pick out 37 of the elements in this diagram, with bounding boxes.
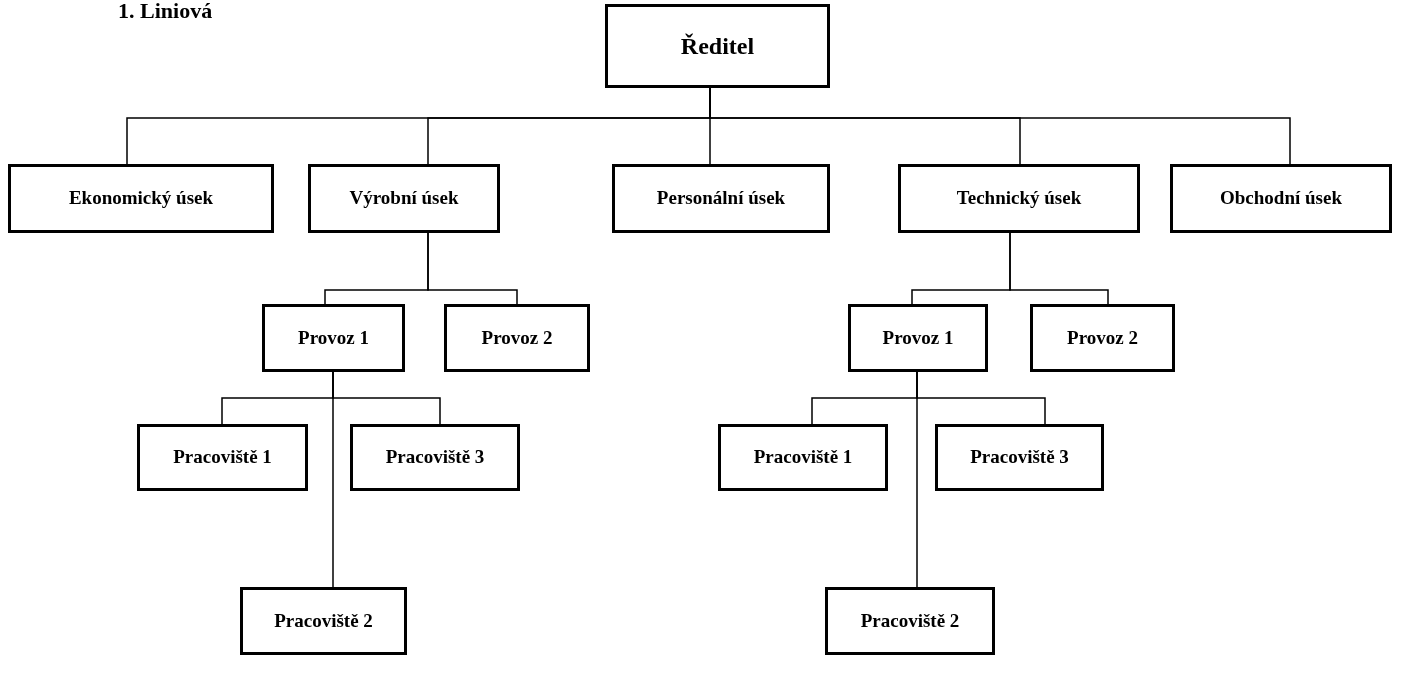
org-box [935, 424, 1104, 491]
org-box [898, 164, 1140, 233]
org-box [308, 164, 500, 233]
box-label: Provoz 1 [298, 325, 369, 350]
box-label: Pracoviště 3 [970, 445, 1069, 470]
org-box [718, 424, 888, 491]
org-box [350, 424, 520, 491]
org-box [240, 587, 407, 655]
box-label: Pracoviště 2 [274, 608, 373, 633]
box-label: Provoz 2 [481, 325, 553, 350]
org-box [605, 4, 830, 88]
org-box [612, 164, 830, 233]
box-label: Ekonomický úsek [68, 186, 214, 211]
org-box [8, 164, 274, 233]
org-box [137, 424, 308, 491]
box-label: Provoz 1 [882, 325, 954, 350]
box-label: Personální úsek [656, 186, 786, 211]
org-box [1030, 304, 1175, 372]
box-label: Pracoviště 3 [385, 445, 485, 470]
org-box [444, 304, 590, 372]
box-label: Pracoviště 1 [173, 445, 272, 470]
heading: 1. Liniová [118, 0, 213, 22]
box-label: Pracoviště 1 [753, 445, 853, 470]
connector-line [427, 232, 518, 305]
org-box [848, 304, 988, 372]
connector-line [332, 371, 334, 588]
org-box [262, 304, 405, 372]
box-label: Pracoviště 2 [860, 608, 960, 633]
connector-line [916, 371, 918, 588]
box-label: Provoz 2 [1067, 325, 1138, 350]
box-label: Obchodní úsek [1220, 186, 1342, 211]
box-label: Výrobní úsek [349, 186, 459, 211]
box-label: Technický úsek [956, 186, 1082, 211]
connector-line [1009, 232, 1109, 305]
org-box [1170, 164, 1392, 233]
box-label: Ředitel [680, 32, 755, 61]
org-box [825, 587, 995, 655]
